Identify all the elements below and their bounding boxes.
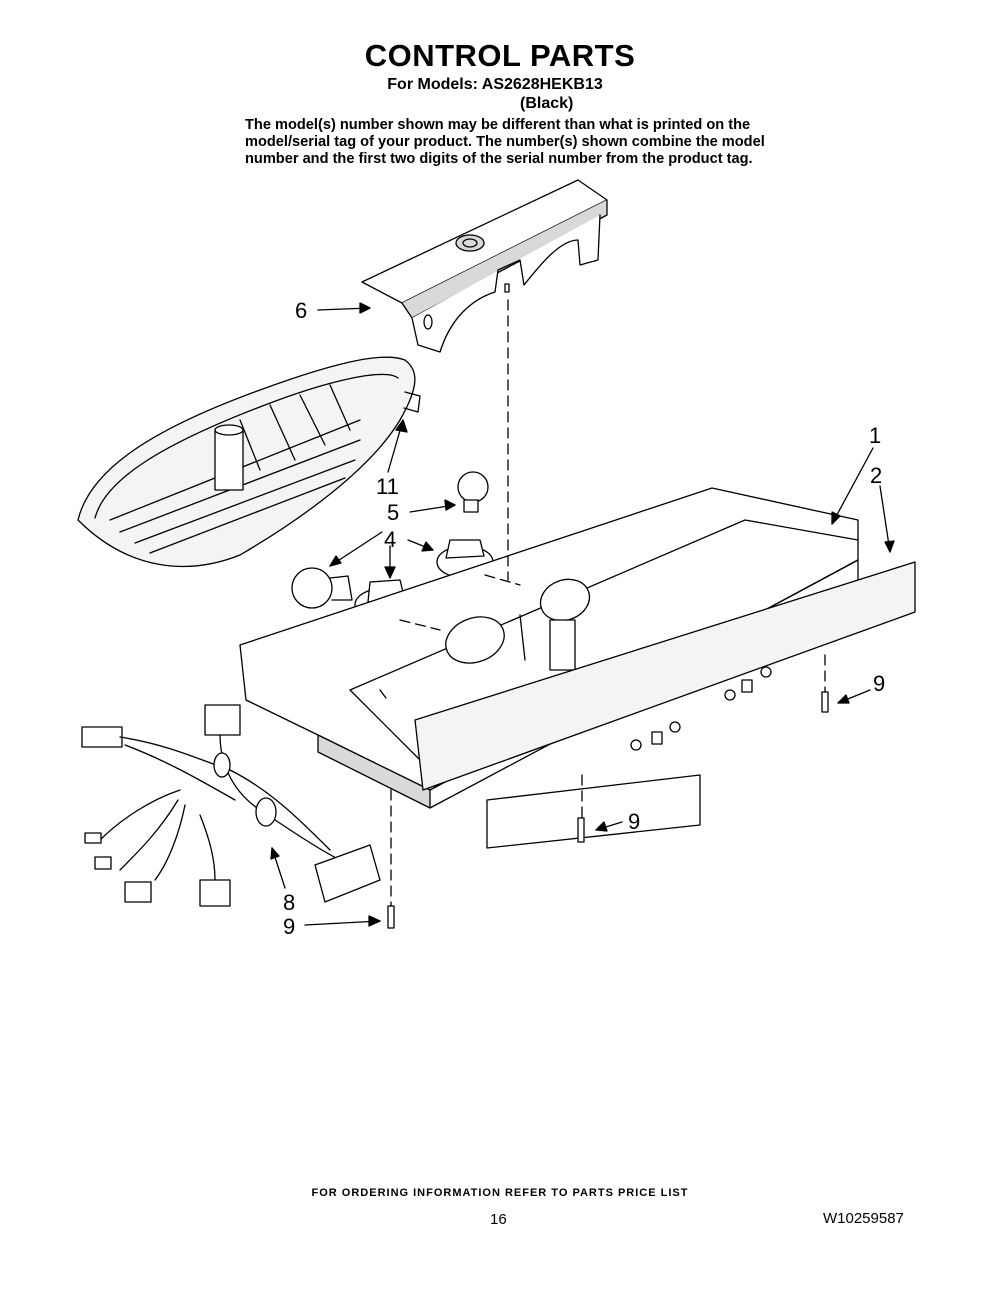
model-line: For Models: AS2628HEKB13 <box>387 76 603 93</box>
part-2-trim-strip <box>414 561 916 791</box>
part-9-screws <box>387 691 829 929</box>
document-number: W10259587 <box>823 1210 904 1227</box>
callout-11: 11 <box>376 474 399 499</box>
model-variant: (Black) <box>520 95 574 112</box>
part-5-bulbs <box>291 471 489 609</box>
leader-lines <box>270 302 895 927</box>
ordering-note: FOR ORDERING INFORMATION REFER TO PARTS … <box>311 1187 689 1199</box>
lower-panel <box>486 774 701 849</box>
callout-9-right: 9 <box>873 671 885 696</box>
page-title: CONTROL PARTS <box>364 38 636 73</box>
part-8-wire-harness <box>81 704 381 907</box>
page-number: 16 <box>490 1211 507 1228</box>
callout-2: 2 <box>870 463 882 488</box>
part-1-control-housing <box>239 487 859 809</box>
callout-5: 5 <box>387 500 399 525</box>
callout-9-left: 9 <box>283 914 295 939</box>
callout-labels: 1 2 6 11 5 4 9 9 8 9 <box>283 298 885 939</box>
part-11-tray <box>77 356 421 568</box>
callout-9-middle: 9 <box>628 809 640 834</box>
alignment-lines <box>390 299 826 907</box>
callout-6: 6 <box>295 298 307 323</box>
callout-8: 8 <box>283 890 295 915</box>
callout-4: 4 <box>384 527 396 552</box>
part-6-cover <box>361 179 608 353</box>
disclaimer-text: The model(s) number shown may be differe… <box>245 117 765 167</box>
callout-1: 1 <box>869 423 881 448</box>
